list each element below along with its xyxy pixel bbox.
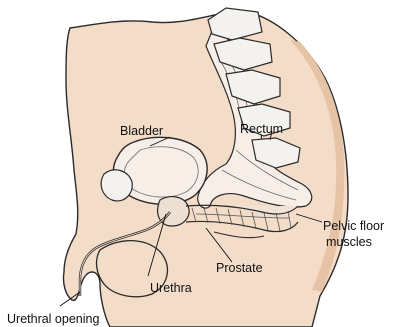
label-pelvic-floor-line1: Pelvic floor: [323, 219, 384, 233]
pubic-bone: [101, 170, 132, 201]
label-urethral-opening: Urethral opening: [7, 312, 99, 326]
label-urethra: Urethra: [150, 281, 192, 295]
label-prostate: Prostate: [216, 261, 263, 275]
label-bladder: Bladder: [120, 124, 163, 138]
label-rectum: Rectum: [240, 122, 283, 136]
label-pelvic-floor-line2: muscles: [326, 235, 372, 249]
